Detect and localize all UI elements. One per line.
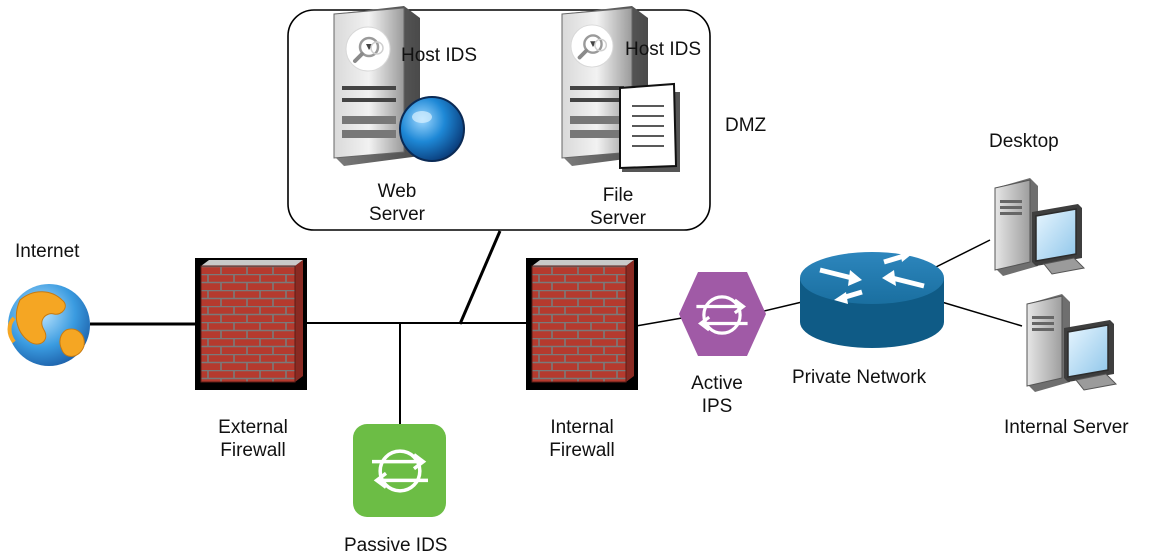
external-firewall-label-line-1: External [218, 417, 288, 438]
router-icon [800, 252, 944, 304]
ips-icon [679, 272, 766, 356]
file-server-label: File Server [568, 184, 668, 230]
internal-firewall-label-line-1: Internal [550, 417, 614, 438]
link-internal-firewall-ips [635, 317, 683, 327]
web-server-node[interactable] [333, 6, 465, 166]
file-server-label-line-1: File [602, 185, 634, 206]
desktop-workstation-icon[interactable] [994, 178, 1085, 277]
document-icon [619, 82, 680, 172]
host-ids-magnifier-icon [345, 26, 391, 72]
dmz-label: DMZ [725, 115, 767, 136]
active-ips-label-line-2: IPS [701, 396, 733, 417]
link-router-internal-server [934, 299, 1023, 327]
globe-icon [399, 96, 465, 162]
internet-label: Internet [15, 241, 80, 262]
ids-icon [353, 424, 446, 517]
link-router-desktop [929, 239, 991, 271]
internal-firewall-icon[interactable] [526, 258, 638, 390]
active-ips-label-line-1: Active [691, 373, 743, 394]
host-ids-label-file: Host IDS [625, 39, 702, 60]
web-server-label-line-2: Server [369, 204, 425, 225]
link-backbone-dmz [458, 230, 502, 325]
internet-node[interactable] [7, 284, 90, 366]
link-ips-router [759, 301, 803, 313]
web-server-label: Web Server [347, 180, 447, 226]
web-server-label-line-1: Web [377, 181, 417, 202]
file-server-label-line-2: Server [590, 208, 646, 229]
internal-firewall-label: Internal Firewall [527, 416, 637, 462]
host-ids-label-web: Host IDS [401, 45, 478, 66]
external-firewall-icon[interactable] [195, 258, 307, 390]
passive-ids-label: Passive IDS [344, 535, 448, 556]
active-ips-node[interactable] [679, 272, 766, 356]
active-ips-label: Active IPS [672, 372, 762, 418]
router-node[interactable] [800, 250, 944, 348]
internal-server-label: Internal Server [1004, 417, 1129, 438]
host-ids-magnifier-icon [570, 24, 614, 68]
internal-firewall-label-line-2: Firewall [549, 440, 615, 461]
connections [90, 230, 1023, 426]
internal-server-workstation-icon[interactable] [1026, 294, 1117, 393]
passive-ids-node[interactable] [353, 424, 446, 517]
external-firewall-label-line-2: Firewall [220, 440, 286, 461]
file-server-node[interactable] [561, 6, 680, 172]
desktop-label: Desktop [989, 131, 1059, 152]
external-firewall-label: External Firewall [198, 416, 308, 462]
private-network-label: Private Network [792, 367, 927, 388]
dmz-zone-box [287, 9, 711, 231]
